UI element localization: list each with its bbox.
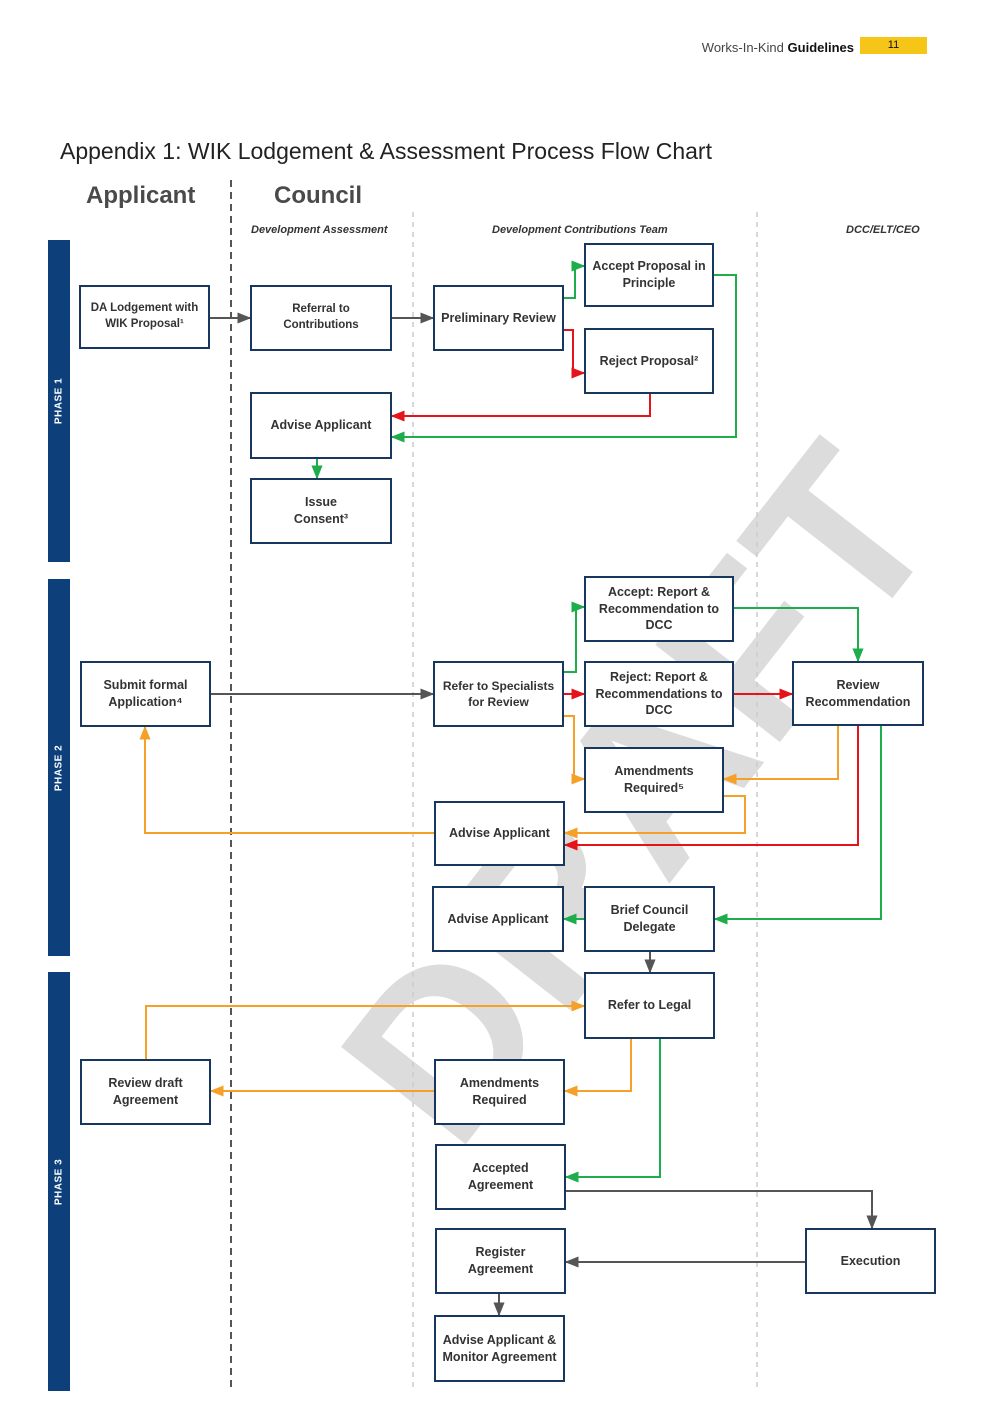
box-accept-proposal-label: Accept Proposal in Principle	[592, 259, 706, 290]
phase-bar-2: PHASE 2	[48, 579, 70, 956]
box-preliminary-review-label: Preliminary Review	[441, 310, 556, 325]
box-review-recommendation-label: Review Recommendation	[805, 677, 911, 709]
box-submit-formal-label: Submit formal Application⁴	[103, 678, 188, 709]
lane-header-council: Council	[274, 182, 362, 209]
arrow-accept-report-to-review	[734, 607, 864, 663]
header-doc-title-bold: Guidelines	[787, 40, 854, 55]
box-refer-to-specialists: Refer to Specialists for Review	[433, 661, 564, 727]
box-advise-applicant-2: Advise Applicant	[434, 801, 565, 866]
arrow-preliminary-to-reject	[564, 329, 586, 379]
lane-header-applicant: Applicant	[86, 182, 196, 209]
box-refer-to-specialists-label: Refer to Specialists for Review	[442, 678, 555, 709]
arrow-review-to-amendments	[722, 726, 839, 785]
arrow-legal-to-accepted	[564, 1039, 661, 1183]
box-da-lodgement: DA Lodgement with WIK Proposal¹	[79, 285, 210, 349]
arrow-amendments-to-advise	[563, 795, 746, 839]
box-da-lodgement-label: DA Lodgement with WIK Proposal¹	[90, 302, 199, 330]
box-amendments-required-1: Amendments Required⁵	[584, 747, 724, 813]
box-accepted-agreement: Accepted Agreement	[435, 1144, 566, 1210]
box-advise-applicant-3-label: Advise Applicant	[447, 911, 549, 926]
box-review-recommendation: Review Recommendation	[792, 661, 924, 726]
box-referral-label: Referral to Contributions	[283, 303, 359, 331]
box-reject-proposal: Reject Proposal²	[584, 328, 714, 394]
arrow-review-to-brief	[713, 726, 882, 925]
box-referral-to-contributions: Referral to Contributions	[250, 285, 392, 351]
phase-bar-1: PHASE 1	[48, 240, 70, 562]
box-register-agreement-label: Register Agreement	[467, 1245, 534, 1276]
phase-label-3: PHASE 3	[53, 1158, 65, 1205]
phase-bar-3: PHASE 3	[48, 972, 70, 1391]
box-accept-report: Accept: Report & Recommendation to DCC	[584, 576, 734, 642]
arrow-accept-to-advise	[390, 274, 737, 443]
box-submit-formal-application: Submit formal Application⁴	[80, 661, 211, 727]
phase-label-2: PHASE 2	[53, 744, 65, 791]
header-doc-title-regular: Works-In-Kind	[701, 40, 784, 55]
box-advise-applicant-monitor: Advise Applicant & Monitor Agreement	[434, 1315, 565, 1382]
header-doc-title: Works-In-Kind Guidelines	[702, 40, 854, 55]
box-refer-to-legal: Refer to Legal	[584, 972, 715, 1039]
box-reject-proposal-label: Reject Proposal²	[599, 353, 699, 368]
box-preliminary-review: Preliminary Review	[433, 285, 564, 351]
phase-label-1: PHASE 1	[53, 377, 65, 425]
box-issue-consent-label: Issue Consent³	[293, 495, 349, 526]
arrow-reject-to-advise	[390, 394, 651, 422]
page-number-badge: 11	[860, 37, 927, 54]
box-register-agreement: Register Agreement	[435, 1228, 566, 1294]
arrow-preliminary-to-accept	[564, 260, 586, 299]
box-review-draft-label: Review draft Agreement	[108, 1076, 183, 1107]
page-title: Appendix 1: WIK Lodgement & Assessment P…	[60, 138, 712, 164]
box-brief-council-delegate: Brief Council Delegate	[584, 886, 715, 952]
box-advise-applicant-1: Advise Applicant	[250, 392, 392, 459]
arrow-legal-to-amendments	[563, 1039, 632, 1097]
box-reject-report-label: Reject: Report & Recommendations to DCC	[595, 669, 723, 718]
box-execution-label: Execution	[840, 1253, 901, 1268]
arrow-specialists-to-accept-report	[564, 601, 586, 673]
arrow-accepted-to-execution	[566, 1190, 878, 1230]
box-amendments-required-2-label: Amendments Required	[459, 1076, 540, 1107]
box-execution: Execution	[805, 1228, 936, 1294]
box-issue-consent: Issue Consent³	[250, 478, 392, 544]
box-advise-applicant-3: Advise Applicant	[432, 886, 564, 952]
sublane-dcc: DCC/ELT/CEO	[846, 224, 920, 236]
box-amendments-required-1-label: Amendments Required⁵	[614, 764, 694, 795]
arrow-review-reject-to-advise	[563, 726, 859, 851]
box-reject-report: Reject: Report & Recommendations to DCC	[584, 661, 734, 727]
sublane-development-assessment: Development Assessment	[251, 224, 388, 236]
box-amendments-required-2: Amendments Required	[434, 1059, 565, 1125]
box-advise-applicant-2-label: Advise Applicant	[449, 826, 550, 841]
box-accept-proposal: Accept Proposal in Principle	[584, 243, 714, 307]
box-refer-to-legal-label: Refer to Legal	[607, 998, 692, 1013]
box-accept-report-label: Accept: Report & Recommendation to DCC	[598, 584, 720, 633]
document-header: Works-In-Kind Guidelines 11	[0, 34, 1004, 62]
box-advise-applicant-1-label: Advise Applicant	[270, 418, 372, 433]
box-accepted-agreement-label: Accepted Agreement	[467, 1161, 534, 1192]
arrow-specialists-to-amendments	[564, 715, 586, 785]
box-advise-monitor-label: Advise Applicant & Monitor Agreement	[442, 1332, 557, 1364]
sublane-contributions-team: Development Contributions Team	[492, 224, 668, 236]
arrow-review-draft-to-legal	[145, 1000, 586, 1059]
box-brief-council-label: Brief Council Delegate	[610, 903, 689, 934]
arrow-advise-to-submit	[139, 725, 434, 834]
box-review-draft-agreement: Review draft Agreement	[80, 1059, 211, 1125]
